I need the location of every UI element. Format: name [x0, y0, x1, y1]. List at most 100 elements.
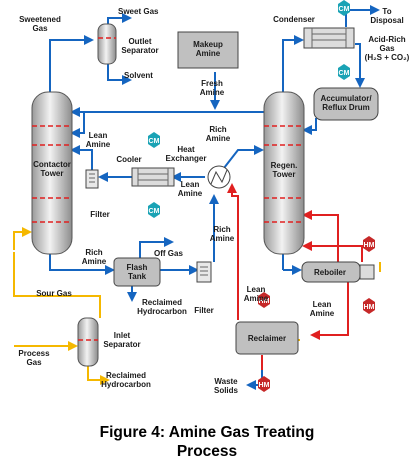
outlet-separator — [97, 23, 117, 65]
label-line: Tank — [128, 272, 147, 281]
cm-badges: CM CM CM CM — [148, 0, 350, 218]
label-line: Lean — [181, 180, 200, 189]
label-line: Lean — [247, 285, 266, 294]
label-line: Gas — [26, 358, 42, 367]
reboiler-to-reclaimer-line — [310, 272, 349, 340]
label-line: Amine — [82, 257, 107, 266]
cm-badge-text: CM — [149, 138, 160, 145]
label-line: Amine — [200, 88, 225, 97]
filter-2-label: Filter — [194, 306, 214, 315]
label-line: Sweetened — [19, 15, 61, 24]
cm-badge-text: CM — [339, 6, 350, 13]
inlet-separator — [77, 317, 99, 367]
hm-badge-reboiler-bottom — [363, 298, 375, 314]
condenser-label: Condenser — [273, 15, 315, 24]
hm-badge-text: HM — [259, 298, 270, 305]
makeup-amine-box — [177, 31, 239, 69]
cm-badge-condenser-bottom — [338, 64, 350, 80]
label-line: Filter — [194, 306, 214, 315]
label-line: Makeup — [193, 40, 223, 49]
label-line: Amine — [196, 49, 221, 58]
label-line: Separator — [103, 340, 140, 349]
reflux-line — [302, 118, 317, 135]
label-line: Amine — [210, 234, 235, 243]
label-line: Cooler — [116, 155, 141, 164]
label-line: Regen. — [271, 161, 298, 170]
cm-badge-condenser-top — [338, 0, 350, 16]
label-line: Tower — [41, 169, 64, 178]
filter-2 — [196, 261, 212, 283]
label-line: Reboiler — [314, 268, 346, 277]
off-gas-label: Off Gas — [154, 249, 183, 258]
label-line: Amine — [86, 140, 111, 149]
hm-badge-text: HM — [259, 382, 270, 389]
regen-tower — [263, 91, 305, 255]
filter-1-label: Filter — [90, 210, 110, 219]
label-line: Inlet — [114, 331, 131, 340]
label-line: Outlet — [128, 37, 151, 46]
cooler-label: Cooler — [116, 155, 141, 164]
contactor-tower — [31, 91, 73, 255]
label-line: Hydrocarbon — [137, 307, 187, 316]
label-line: Reclaimed — [142, 298, 182, 307]
label-line: Separator — [121, 46, 158, 55]
label-line: Accumulator/ — [320, 94, 372, 103]
reclaimer — [235, 321, 299, 355]
heat-exchanger — [207, 165, 231, 189]
label-line: Reclaimer — [248, 334, 286, 343]
label-line: Amine — [310, 309, 335, 318]
filter-1 — [85, 169, 99, 189]
label-line: Lean — [89, 131, 108, 140]
label-line: Lean — [313, 300, 332, 309]
condenser — [303, 27, 355, 49]
solvent-line — [107, 62, 132, 85]
label-line: Flash — [127, 263, 148, 272]
sweetened-gas-line — [49, 35, 94, 95]
hm-badge-text: HM — [364, 242, 375, 249]
flash-tank — [113, 257, 161, 287]
label-line: Rich — [209, 125, 226, 134]
lean-amine-to-contactor-line — [70, 112, 85, 138]
sour-gas-to-contactor-line — [13, 227, 32, 250]
condenser-to-accumulator-line — [355, 43, 365, 88]
label-line: Hydrocarbon — [101, 380, 151, 389]
label-line: Solvent — [124, 71, 153, 80]
hm-badge-reclaimer-top — [258, 292, 270, 308]
reboiler-return-line — [302, 241, 363, 262]
accumulator-drum — [313, 87, 379, 121]
solvent-label: Solvent — [124, 71, 153, 80]
caption-line-1: Figure 4: Amine Gas Treating — [100, 424, 315, 441]
label-line: To — [382, 7, 391, 16]
sour-gas-label: Sour Gas — [36, 289, 72, 298]
label-line: Gas — [32, 24, 48, 33]
label-line: Off Gas — [154, 249, 183, 258]
cm-badge-text: CM — [339, 70, 350, 77]
filter-to-contactor-line — [70, 145, 93, 170]
label-line: Rich — [213, 225, 230, 234]
off-gas-line — [139, 237, 174, 258]
label-line: Rich — [85, 248, 102, 257]
label-line: Reclaimed — [106, 371, 146, 380]
cm-badge-text: CM — [149, 208, 160, 215]
regen-to-condenser-line — [282, 35, 304, 95]
label-line: Amine — [244, 294, 269, 303]
label-line: Amine — [206, 134, 231, 143]
